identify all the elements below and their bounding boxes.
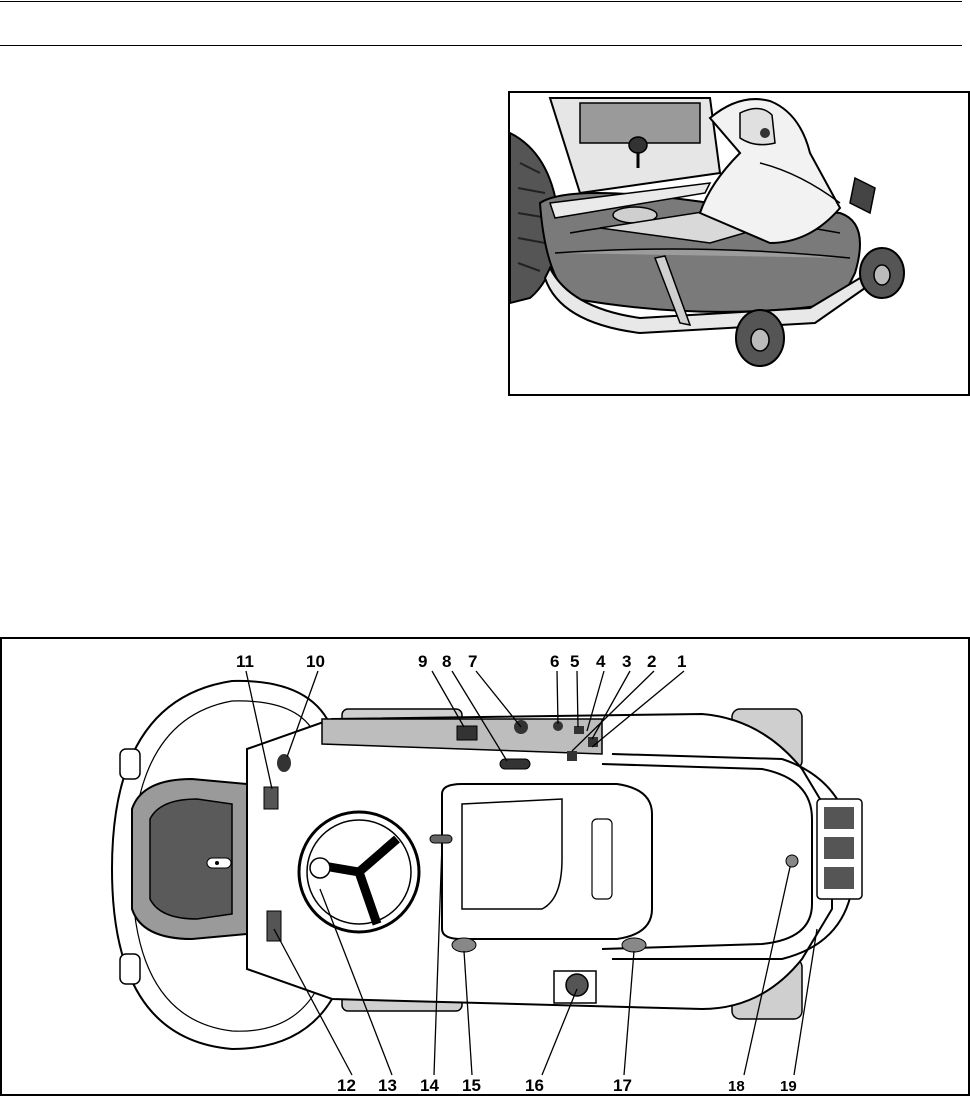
header-rule-bottom [0,45,962,46]
callout-16: 16 [525,1076,544,1095]
callout-11: 11 [236,652,254,671]
callout-7: 7 [468,652,477,671]
callout-12: 12 [337,1076,356,1095]
callout-15: 15 [462,1076,481,1095]
deck-illustration [510,93,970,396]
callout-5: 5 [570,652,579,671]
callout-8: 8 [442,652,451,671]
callout-2: 2 [647,652,656,671]
callout-17: 17 [613,1076,632,1095]
callout-13: 13 [378,1076,397,1095]
mower-top-view: 11 10 9 8 7 6 5 4 3 2 1 12 13 14 15 16 1… [2,639,970,1096]
callout-14: 14 [420,1076,439,1095]
callout-3: 3 [622,652,631,671]
callout-6: 6 [550,652,559,671]
callout-9: 9 [418,652,427,671]
header-rule-top [0,1,962,2]
callout-19: 19 [780,1078,797,1095]
deck-illustration-frame [508,91,970,396]
callout-10: 10 [306,652,325,671]
mower-top-view-frame: 11 10 9 8 7 6 5 4 3 2 1 12 13 14 15 16 1… [0,637,970,1096]
callout-1: 1 [677,652,686,671]
callout-18: 18 [728,1078,745,1095]
callout-4: 4 [596,652,606,671]
